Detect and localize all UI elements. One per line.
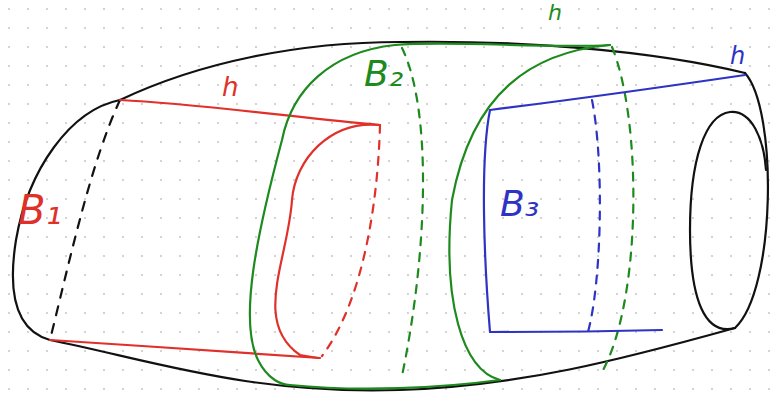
height-label: h [548, 2, 562, 24]
region-b3 [484, 75, 745, 332]
height-label: h [730, 44, 745, 68]
region-label: B₁ [18, 190, 61, 230]
region-label: B₂ [364, 56, 403, 92]
region-b1 [50, 100, 380, 358]
region-b2 [250, 43, 634, 388]
region-label: B₃ [500, 186, 539, 222]
tube-outline [13, 42, 768, 391]
height-label: h [222, 74, 238, 100]
